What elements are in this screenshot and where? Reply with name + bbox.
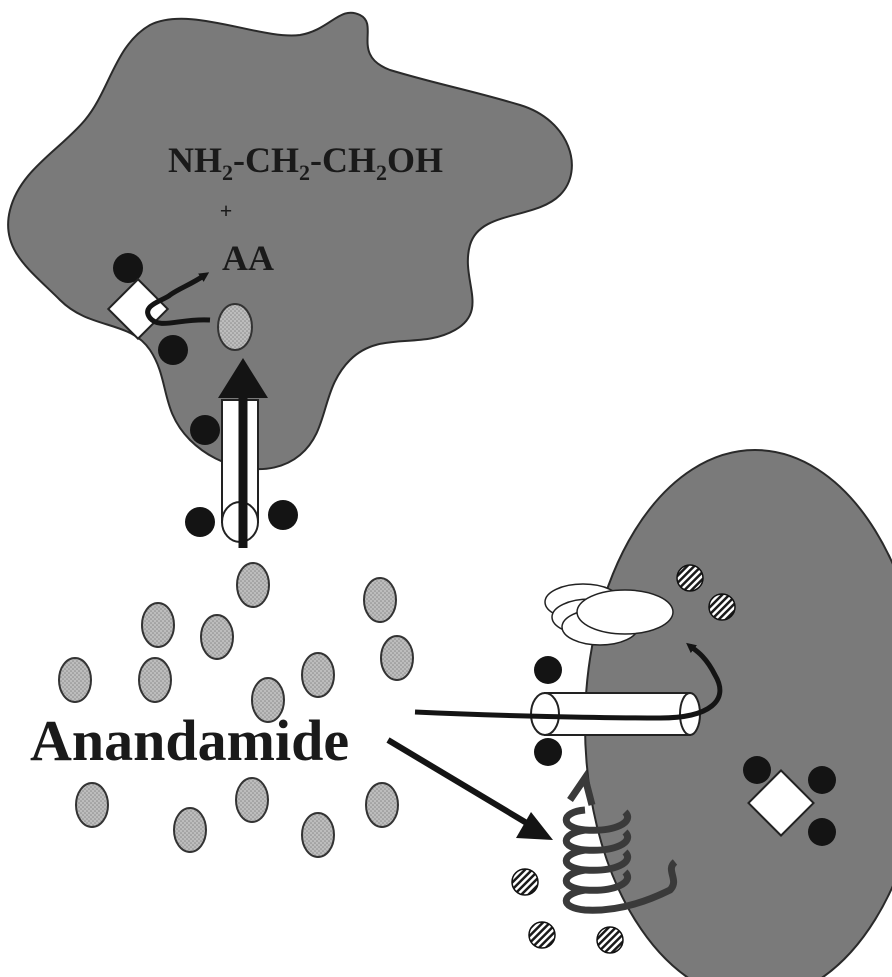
anandamide-molecule	[237, 563, 269, 607]
anandamide-molecule	[59, 658, 91, 702]
hatched-ligand	[677, 565, 703, 591]
arachidonic-acid-label: AA	[222, 238, 274, 278]
anandamide-molecule	[302, 653, 334, 697]
anandamide-molecule	[236, 778, 268, 822]
receptor-binding-arrowhead	[516, 812, 553, 840]
receptor-binding-arrow-shaft	[388, 740, 530, 825]
anandamide-molecule	[76, 783, 108, 827]
hatched-ligand	[597, 927, 623, 953]
transporter-dot	[534, 656, 562, 684]
storage-vesicle	[577, 590, 673, 634]
transporter-dot	[268, 500, 298, 530]
anandamide-molecule	[364, 578, 396, 622]
anandamide-molecule	[381, 636, 413, 680]
anandamide-molecule	[139, 658, 171, 702]
enzyme-subunit-dot	[808, 818, 836, 846]
transporter-dot	[190, 415, 220, 445]
anandamide-molecule	[142, 603, 174, 647]
transporter-cylinder-right	[545, 693, 690, 735]
anandamide-label: Anandamide	[30, 708, 349, 773]
anandamide-molecule	[302, 813, 334, 857]
anandamide-molecule	[201, 615, 233, 659]
anandamide-molecule	[218, 304, 252, 350]
upper-cell	[8, 13, 572, 470]
enzyme-subunit-dot	[808, 766, 836, 794]
hatched-ligand	[529, 922, 555, 948]
plus-sign: +	[220, 198, 233, 223]
transporter-dot	[534, 738, 562, 766]
hatched-ligand	[512, 869, 538, 895]
transporter-dot	[185, 507, 215, 537]
anandamide-molecule	[366, 783, 398, 827]
hatched-ligand	[709, 594, 735, 620]
anandamide-molecule	[174, 808, 206, 852]
enzyme-subunit-dot	[743, 756, 771, 784]
enzyme-subunit-dot	[158, 335, 188, 365]
